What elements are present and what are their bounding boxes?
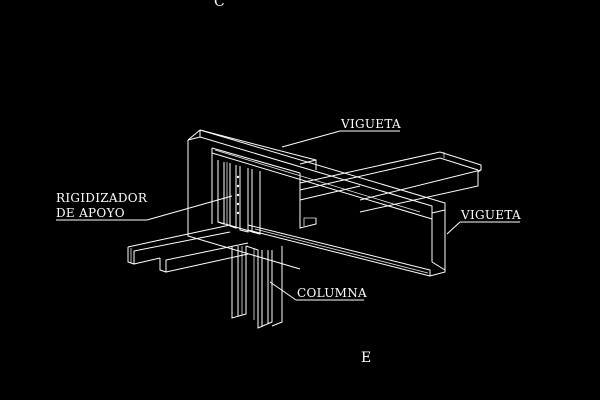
vigueta-top-text: VIGUETA — [340, 117, 401, 131]
section-mark-bottom: E — [361, 350, 371, 366]
label-vigueta-right: VIGUETA — [446, 208, 521, 235]
bearing-stiffener — [211, 153, 261, 235]
vigueta-right-text: VIGUETA — [460, 208, 521, 222]
bolt — [236, 202, 240, 206]
bolt — [236, 175, 240, 179]
main-girder — [187, 129, 446, 277]
label-rigidizador: RIGIDIZADOR DE APOYO — [56, 191, 233, 221]
bolt-group — [236, 175, 240, 215]
column — [231, 245, 283, 329]
label-vigueta-top: VIGUETA — [281, 117, 401, 148]
bolt — [236, 184, 240, 188]
section-mark-top: C — [214, 0, 225, 10]
bolt — [236, 193, 240, 197]
bolt — [236, 211, 240, 215]
front-left-beam — [127, 224, 249, 273]
columna-text: COLUMNA — [297, 286, 367, 300]
label-columna: COLUMNA — [269, 281, 367, 301]
rigidizador-text-line1: RIGIDIZADOR — [56, 191, 148, 205]
rigidizador-text-line2: DE APOYO — [56, 206, 125, 220]
rear-beam — [299, 151, 482, 213]
